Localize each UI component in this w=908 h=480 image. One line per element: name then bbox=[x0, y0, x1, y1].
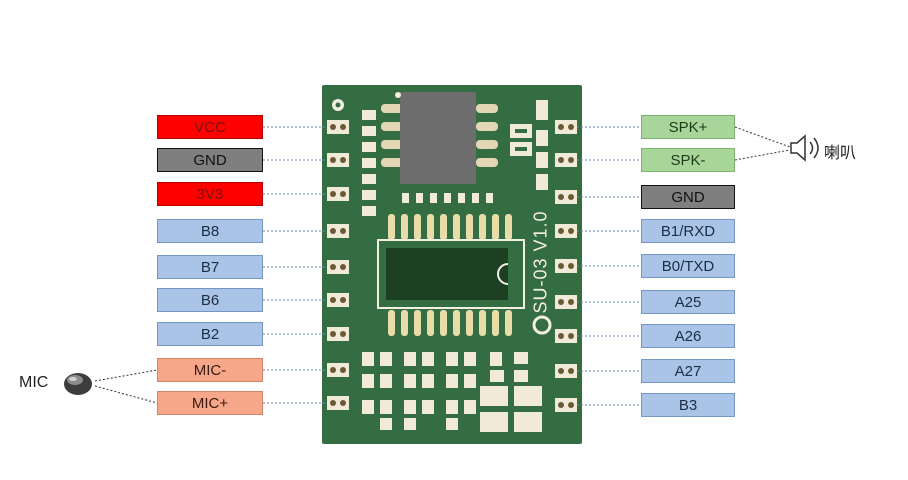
smd-strip-left bbox=[362, 110, 376, 216]
speaker-label: 喇叭 bbox=[824, 143, 857, 162]
pin-label-b3: B3 bbox=[641, 393, 735, 417]
left-connector-lines bbox=[263, 126, 327, 404]
pin-label-b1-rxd: B1/RXD bbox=[641, 219, 735, 243]
speaker-wires bbox=[734, 126, 791, 161]
pin-label-b6: B6 bbox=[157, 288, 263, 312]
pin-label-a27: A27 bbox=[641, 359, 735, 383]
pin-label-mic-minus: MIC- bbox=[157, 358, 263, 382]
board-silkscreen-label: SU-03 V1.0 bbox=[530, 210, 551, 314]
right-connector-lines bbox=[577, 126, 641, 406]
bottom-right-pad-block bbox=[480, 386, 542, 432]
lower-smd-cluster bbox=[362, 352, 528, 430]
pin-label-b7: B7 bbox=[157, 255, 263, 279]
top-right-components bbox=[510, 100, 548, 190]
mounting-hole bbox=[332, 99, 344, 111]
pin-label-spk-plus: SPK+ bbox=[641, 115, 735, 139]
pin-label-mic-plus: MIC+ bbox=[157, 391, 263, 415]
mic-label: MIC bbox=[19, 374, 49, 391]
top-ic-chip bbox=[381, 92, 498, 184]
pin-label-b0-txd: B0/TXD bbox=[641, 254, 735, 278]
microphone-icon bbox=[64, 373, 92, 395]
top-right-component-marks bbox=[515, 129, 527, 151]
pin-label-spk-minus: SPK- bbox=[641, 148, 735, 172]
main-ic-chip bbox=[377, 214, 525, 336]
pin-label-gnd-right: GND bbox=[641, 185, 735, 209]
pin-label-gnd-left: GND bbox=[157, 148, 263, 172]
board-logo-icon bbox=[532, 315, 552, 335]
right-edge-pads bbox=[555, 120, 577, 412]
pin-label-a26: A26 bbox=[641, 324, 735, 348]
pin-label-b8: B8 bbox=[157, 219, 263, 243]
pin-label-vcc: VCC bbox=[157, 115, 263, 139]
pin-label-3v3: 3V3 bbox=[157, 182, 263, 206]
pin-label-b2: B2 bbox=[157, 322, 263, 346]
left-edge-pads bbox=[327, 120, 349, 410]
speaker-icon bbox=[790, 134, 819, 162]
pin-label-a25: A25 bbox=[641, 290, 735, 314]
mic-wires bbox=[94, 369, 158, 404]
pad-row-above-chip bbox=[402, 193, 493, 203]
